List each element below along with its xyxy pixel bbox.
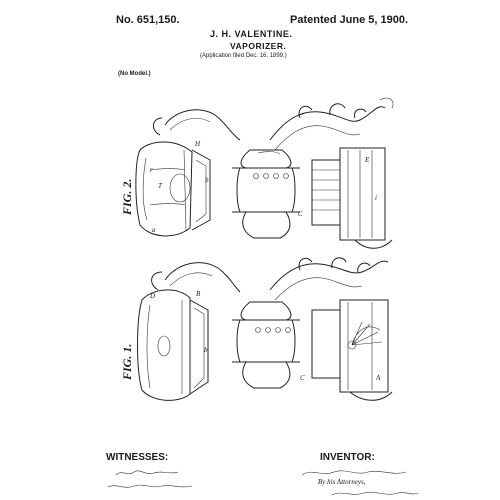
inventor-signature bbox=[301, 470, 407, 476]
svg-text:b: b bbox=[204, 346, 208, 354]
svg-text:A: A bbox=[375, 374, 381, 382]
attorneys-label: By his Attorneys, bbox=[318, 478, 366, 486]
witnesses-label: WITNESSES: bbox=[106, 452, 169, 463]
svg-text:i: i bbox=[375, 194, 377, 202]
svg-text:C: C bbox=[298, 210, 303, 218]
svg-text:D: D bbox=[149, 292, 155, 300]
fig-1-drawing: D B b C A bbox=[138, 258, 393, 401]
no-model-note: (No Model.) bbox=[118, 71, 151, 77]
svg-text:C: C bbox=[300, 374, 305, 382]
fig-2-drawing: r T H b a C E i bbox=[136, 98, 393, 248]
attorney-signature bbox=[331, 491, 419, 496]
svg-text:T: T bbox=[158, 182, 163, 190]
patent-number: No. 651,150. bbox=[116, 14, 180, 26]
application-filed: (Application filed Dec. 16, 1899.) bbox=[200, 53, 287, 59]
svg-text:r: r bbox=[150, 166, 153, 174]
inventor-name-header: J. H. VALENTINE. bbox=[210, 29, 293, 39]
svg-text:B: B bbox=[196, 290, 201, 298]
witness-signature-2 bbox=[107, 484, 193, 488]
svg-text:b: b bbox=[205, 176, 209, 184]
svg-text:H: H bbox=[194, 140, 201, 148]
invention-title: VAPORIZER. bbox=[230, 41, 287, 51]
witness-signature-1 bbox=[115, 470, 179, 476]
patented-date: Patented June 5, 1900. bbox=[290, 14, 408, 26]
inventor-label: INVENTOR: bbox=[320, 452, 375, 463]
svg-text:E: E bbox=[364, 156, 370, 164]
svg-text:a: a bbox=[152, 226, 156, 234]
